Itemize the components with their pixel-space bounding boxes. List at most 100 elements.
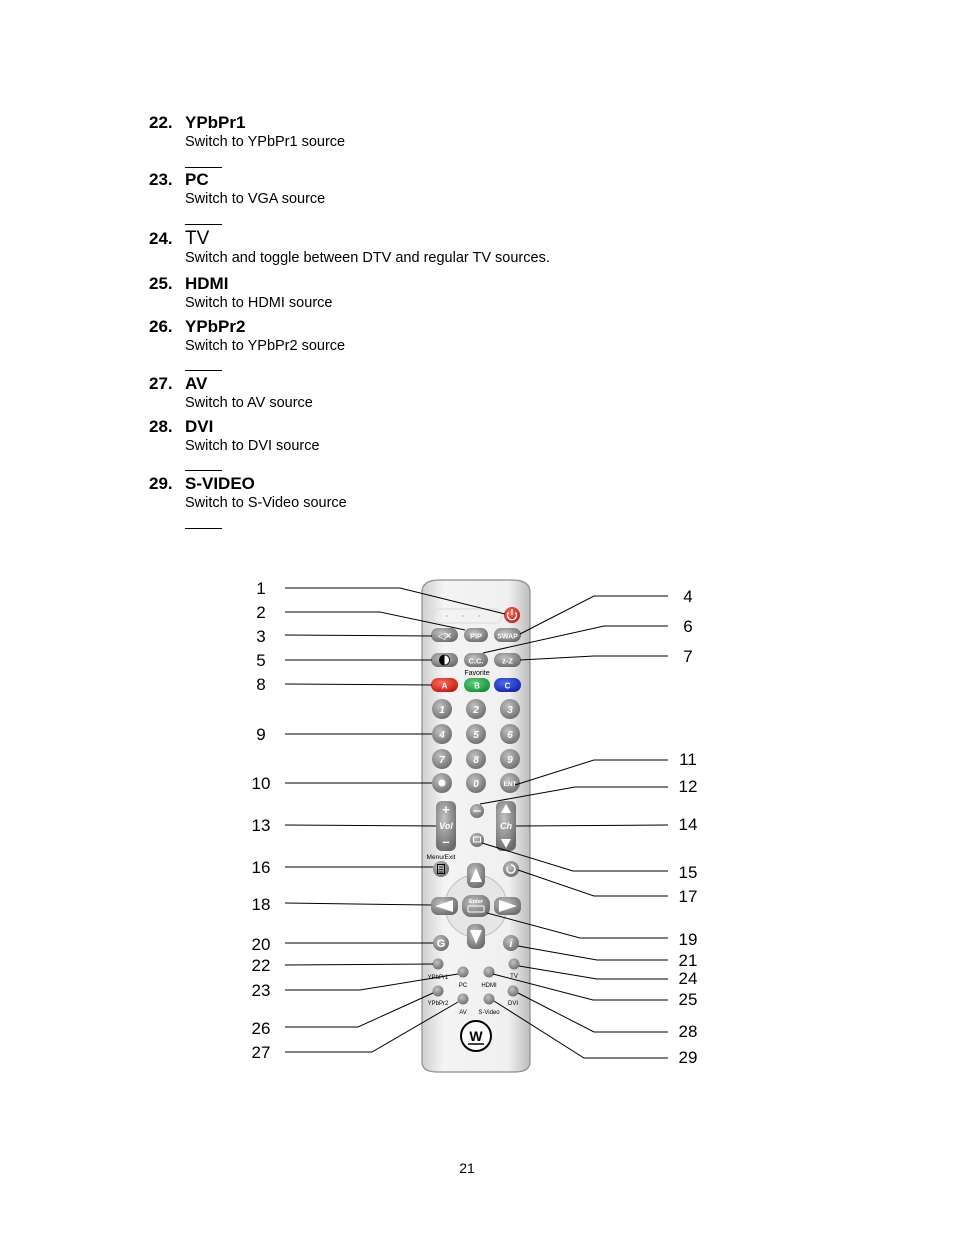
entry-number: 27. — [149, 374, 173, 393]
digit-button[interactable]: 6 — [500, 724, 520, 744]
entry-title: DVI — [185, 417, 214, 436]
picture-mode-button[interactable] — [431, 653, 458, 667]
entry-ypbpr1: 22. YPbPr1 Switch to YPbPr1 source — [149, 113, 345, 151]
left-arrow-icon — [435, 900, 453, 912]
c-button[interactable]: C — [494, 678, 521, 692]
callout-number: 14 — [679, 815, 698, 834]
a-button[interactable]: A — [431, 678, 458, 692]
hdmi-button[interactable] — [483, 966, 495, 978]
remote-diagram: ◁× PIP SWAP C.C. z-Z Favorite A B C 1 2 … — [252, 579, 698, 1073]
digit-label: 3 — [507, 705, 513, 716]
callout-number: 29 — [679, 1048, 698, 1067]
digit-label: 2 — [472, 705, 479, 716]
entry-ypbpr2: 26.YPbPr2 Switch to YPbPr2 source — [149, 317, 345, 355]
mute-button[interactable]: ◁× — [431, 628, 458, 642]
entry-number: 26. — [149, 317, 173, 336]
entry-title: TV — [185, 228, 210, 249]
input-icon — [473, 836, 481, 843]
pc-label: PC — [459, 983, 468, 989]
cc-button[interactable]: C.C. — [464, 653, 488, 667]
callout-number: 5 — [256, 651, 265, 670]
swap-button[interactable]: SWAP — [494, 628, 521, 642]
digit-button[interactable]: 0 — [466, 773, 486, 793]
digit-button[interactable]: 9 — [500, 749, 520, 769]
digit-label: 0 — [473, 779, 479, 790]
callouts-left: 1 2 3 5 8 9 10 13 16 18 20 22 23 26 27 — [252, 579, 271, 1062]
right-arrow-icon — [499, 900, 517, 912]
minus-icon: – — [442, 834, 449, 849]
entry-description: Switch to S-Video source — [185, 495, 347, 511]
enter-button[interactable]: Enter — [462, 895, 490, 917]
dvi-button[interactable] — [507, 985, 519, 997]
info-icon: i — [509, 938, 513, 950]
callout-number: 23 — [252, 981, 271, 1000]
digit-button[interactable]: 5 — [466, 724, 486, 744]
up-arrow-icon — [470, 868, 482, 882]
logo-letter: W — [469, 1028, 483, 1044]
entry-description: Switch and toggle between DTV and regula… — [185, 250, 550, 266]
entry-title: HDMI — [185, 274, 229, 293]
dpad-left-button[interactable] — [431, 897, 458, 915]
ypbpr1-button[interactable] — [432, 958, 444, 970]
guide-button[interactable]: G — [433, 935, 449, 951]
callout-number: 2 — [256, 603, 265, 622]
return-button[interactable] — [470, 804, 484, 818]
channel-rocker[interactable]: Ch — [496, 801, 516, 851]
entry-number: 22. — [149, 113, 173, 132]
dot-button[interactable] — [432, 773, 452, 793]
tv-button[interactable] — [508, 958, 520, 970]
entry-description: Switch to YPbPr1 source — [185, 134, 346, 150]
leader-lines — [284, 587, 669, 1059]
separator — [185, 224, 222, 225]
dpad-down-button[interactable] — [467, 924, 485, 949]
callout-number: 10 — [252, 774, 271, 793]
callout-number: 24 — [679, 969, 698, 988]
callout-number: 16 — [252, 858, 271, 877]
entry-tv: 24.TV Switch and toggle between DTV and … — [149, 229, 550, 267]
power-button[interactable] — [504, 607, 520, 623]
entry-description: Switch to YPbPr2 source — [185, 338, 346, 354]
digit-label: 5 — [473, 730, 479, 741]
menu-exit-button[interactable] — [433, 861, 449, 877]
input-button[interactable] — [470, 833, 484, 847]
digit-button[interactable]: 4 — [432, 724, 452, 744]
svideo-button[interactable] — [483, 993, 495, 1005]
pip-label: PIP — [470, 632, 482, 641]
recall-button[interactable] — [503, 861, 519, 877]
a-label: A — [442, 682, 448, 691]
ent-button[interactable]: ENT — [500, 773, 520, 793]
sleep-button[interactable]: z-Z — [494, 653, 521, 667]
ypbpr1-label: YPbPr1 — [428, 975, 449, 981]
dpad-right-button[interactable] — [494, 897, 521, 915]
entry-title: YPbPr1 — [185, 113, 246, 132]
entry-description: Switch to VGA source — [185, 191, 326, 207]
callout-number: 8 — [256, 675, 265, 694]
digit-button[interactable]: 8 — [466, 749, 486, 769]
pip-button[interactable]: PIP — [464, 628, 488, 642]
digit-button[interactable]: 3 — [500, 699, 520, 719]
entry-number: 25. — [149, 274, 173, 293]
tv-label: TV — [510, 974, 518, 980]
digit-button[interactable]: 7 — [432, 749, 452, 769]
ypbpr2-button[interactable] — [432, 985, 444, 997]
digit-button[interactable]: 1 — [432, 699, 452, 719]
entry-av: 27.AV Switch to AV source — [149, 374, 313, 412]
callout-number: 27 — [252, 1043, 271, 1062]
av-button[interactable] — [457, 993, 469, 1005]
c-label: C — [505, 682, 511, 691]
entry-pc: 23.PC Switch to VGA source — [149, 170, 325, 208]
mute-icon: ◁× — [438, 631, 452, 642]
dpad-up-button[interactable] — [467, 863, 485, 888]
pc-button[interactable] — [457, 966, 469, 978]
ch-label: Ch — [500, 821, 512, 831]
digit-button[interactable]: 2 — [466, 699, 486, 719]
b-button[interactable]: B — [464, 678, 490, 692]
entry-description: Switch to DVI source — [185, 438, 320, 454]
recall-icon — [506, 864, 516, 874]
cc-label: C.C. — [469, 657, 484, 666]
volume-rocker[interactable]: + Vol – — [436, 801, 456, 851]
callout-number: 17 — [679, 887, 698, 906]
callout-number: 3 — [256, 627, 265, 646]
entry-svideo: 29.S-VIDEO Switch to S-Video source — [149, 474, 347, 512]
info-button[interactable]: i — [503, 935, 519, 951]
